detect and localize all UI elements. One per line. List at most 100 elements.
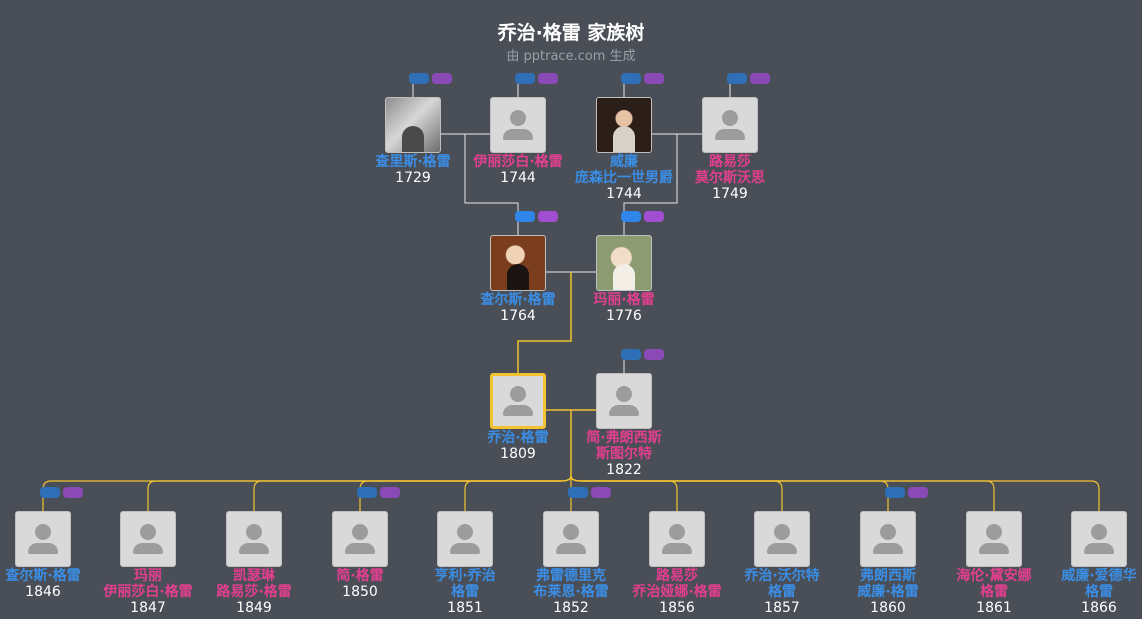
portrait-photo[interactable] [596,97,652,153]
expand-mother-icon[interactable] [644,349,664,360]
portrait-photo[interactable] [490,235,546,291]
expand-mother-icon[interactable] [750,73,770,84]
person-card[interactable]: 路易莎乔治娅娜·格雷 1856 [607,511,747,616]
person-birth-year: 1860 [870,600,906,616]
person-name: 查里斯·格雷 [375,154,451,170]
parent-child-line-highlight [517,272,572,373]
person-name: 简·格雷 [336,568,384,584]
expand-mother-icon[interactable] [538,73,558,84]
person-card[interactable]: 亨利·乔治格雷 1851 [395,511,535,616]
expand-parents-badge[interactable] [515,211,575,225]
avatar-placeholder-icon[interactable] [15,511,71,567]
person-birth-year: 1852 [553,600,589,616]
person-name: 亨利·乔治格雷 [434,568,496,600]
person-birth-year: 1809 [500,446,536,462]
person-card[interactable]: 伊丽莎白·格雷 1744 [448,97,588,186]
expand-father-icon[interactable] [40,487,60,498]
avatar-placeholder-icon[interactable] [490,97,546,153]
expand-mother-icon[interactable] [591,487,611,498]
expand-father-icon[interactable] [727,73,747,84]
expand-mother-icon[interactable] [432,73,452,84]
expand-spouse-badge[interactable] [885,487,945,501]
person-birth-year: 1846 [25,584,61,600]
expand-father-icon[interactable] [621,73,641,84]
portrait-photo[interactable] [596,235,652,291]
avatar-placeholder-icon[interactable] [860,511,916,567]
expand-spouse-badge[interactable] [357,487,417,501]
person-card[interactable]: 玛丽伊丽莎白·格雷 1847 [78,511,218,616]
avatar-placeholder-icon[interactable] [596,373,652,429]
expand-mother-icon[interactable] [644,211,664,222]
person-birth-year: 1744 [500,170,536,186]
person-card-selected[interactable]: 乔治·格雷 1809 [448,373,588,462]
expand-father-icon[interactable] [515,73,535,84]
person-name: 路易莎莫尔斯沃思 [695,154,765,186]
expand-parents-badge[interactable] [621,211,681,225]
expand-father-icon[interactable] [621,211,641,222]
person-card[interactable]: 弗朗西斯威廉·格雷 1860 [818,511,958,616]
person-card[interactable]: 简·弗朗西斯斯图尔特 1822 [554,373,694,478]
expand-parents-badge[interactable] [409,73,469,87]
avatar-placeholder-icon[interactable] [490,373,546,429]
expand-spouse-badge[interactable] [568,487,628,501]
portrait-photo[interactable] [385,97,441,153]
page-subtitle: 由 pptrace.com 生成 [506,49,636,64]
avatar-placeholder-icon[interactable] [120,511,176,567]
expand-father-icon[interactable] [621,349,641,360]
person-card[interactable]: 弗雷德里克布莱恩·格雷 1852 [501,511,641,616]
avatar-placeholder-icon[interactable] [437,511,493,567]
person-card[interactable]: 查尔斯·格雷 1846 [0,511,113,600]
expand-parents-badge[interactable] [621,349,681,363]
expand-parents-badge[interactable] [515,73,575,87]
person-birth-year: 1866 [1081,600,1117,616]
expand-father-icon[interactable] [409,73,429,84]
person-card[interactable]: 简·格雷 1850 [290,511,430,600]
avatar-placeholder-icon[interactable] [966,511,1022,567]
expand-parents-badge[interactable] [621,73,681,87]
expand-mother-icon[interactable] [644,73,664,84]
person-card[interactable]: 威廉·爱德华格雷 1866 [1029,511,1142,616]
avatar-placeholder-icon[interactable] [1071,511,1127,567]
person-birth-year: 1776 [606,308,642,324]
person-card[interactable]: 凯瑟琳路易莎·格雷 1849 [184,511,324,616]
person-name: 威廉·爱德华格雷 [1061,568,1137,600]
person-name: 简·弗朗西斯斯图尔特 [586,430,662,462]
person-card[interactable]: 威廉庞森比一世男爵 1744 [554,97,694,202]
avatar-placeholder-icon[interactable] [226,511,282,567]
child-branch-line [464,475,572,511]
person-birth-year: 1850 [342,584,378,600]
expand-parents-badge[interactable] [727,73,787,87]
person-name: 海伦·黛安娜格雷 [956,568,1032,600]
expand-father-icon[interactable] [357,487,377,498]
expand-father-icon[interactable] [568,487,588,498]
avatar-placeholder-icon[interactable] [702,97,758,153]
person-card[interactable]: 查尔斯·格雷 1764 [448,235,588,324]
expand-father-icon[interactable] [885,487,905,498]
expand-spouse-badge[interactable] [40,487,100,501]
expand-mother-icon[interactable] [63,487,83,498]
avatar-placeholder-icon[interactable] [754,511,810,567]
expand-father-icon[interactable] [515,211,535,222]
person-name: 玛丽·格雷 [593,292,655,308]
person-card[interactable]: 查里斯·格雷 1729 [343,97,483,186]
person-name: 玛丽伊丽莎白·格雷 [103,568,193,600]
child-branch-line [570,475,1100,511]
person-name: 凯瑟琳路易莎·格雷 [216,568,292,600]
person-birth-year: 1851 [447,600,483,616]
person-card[interactable]: 玛丽·格雷 1776 [554,235,694,324]
expand-mother-icon[interactable] [908,487,928,498]
person-card[interactable]: 乔治·沃尔特格雷 1857 [712,511,852,616]
person-birth-year: 1822 [606,462,642,478]
person-name: 乔治·沃尔特格雷 [744,568,820,600]
avatar-placeholder-icon[interactable] [332,511,388,567]
person-name: 伊丽莎白·格雷 [473,154,563,170]
person-card[interactable]: 路易莎莫尔斯沃思 1749 [660,97,800,202]
expand-mother-icon[interactable] [538,211,558,222]
avatar-placeholder-icon[interactable] [649,511,705,567]
person-birth-year: 1764 [500,308,536,324]
person-birth-year: 1744 [606,186,642,202]
person-card[interactable]: 海伦·黛安娜格雷 1861 [924,511,1064,616]
avatar-placeholder-icon[interactable] [543,511,599,567]
expand-mother-icon[interactable] [380,487,400,498]
